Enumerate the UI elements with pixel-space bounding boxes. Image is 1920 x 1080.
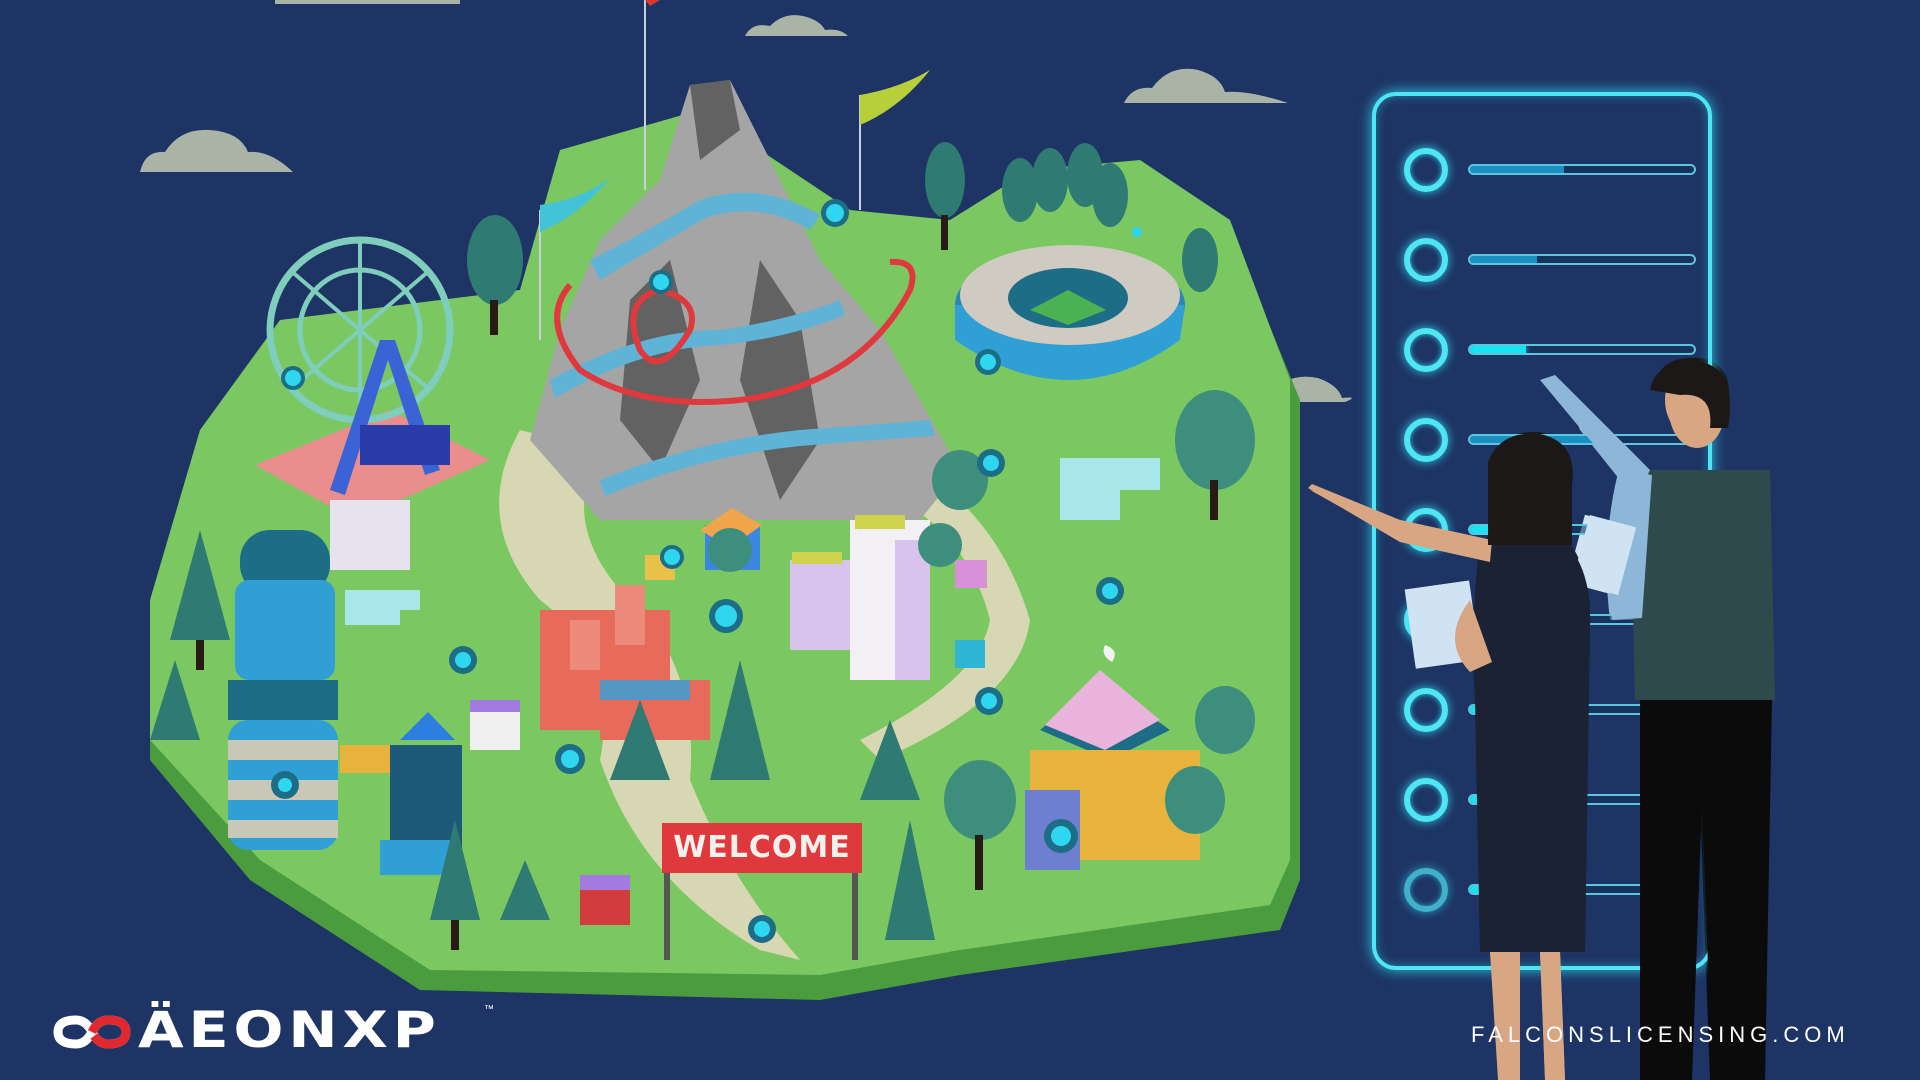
status-circle-icon [1404,598,1448,642]
mountain [530,0,960,520]
status-circle-icon [1404,778,1448,822]
map-marker-icon [977,449,1005,477]
map-marker-icon [975,687,1003,715]
progress-bar [1468,704,1696,715]
map-marker-icon [649,270,673,294]
map-marker-icon [748,915,776,943]
welcome-sign: WELCOME [662,823,862,873]
factory [540,585,710,740]
status-circle-icon [1404,508,1448,552]
map-marker-icon [1132,227,1142,237]
panel-row [1404,598,1696,642]
status-circle-icon [1404,688,1448,732]
market-stalls [340,640,985,925]
panel-row [1404,418,1696,462]
progress-bar [1468,524,1696,535]
map-marker-icon [281,366,305,390]
progress-bar [1468,884,1696,895]
panel-row [1404,868,1696,912]
map-marker-icon [271,771,299,799]
status-circle-icon [1404,868,1448,912]
map-marker-icon [555,744,585,774]
stadium [955,245,1185,380]
panel-row [1404,688,1696,732]
progress-bar [1468,254,1696,265]
aeonxp-logo: ÄEONXP ™ [56,1001,494,1059]
panel-row [1404,328,1696,372]
sign-post-right [852,860,858,960]
website-url: FALCONSLICENSING.COM [1471,1022,1850,1047]
progress-bar [1468,344,1696,355]
map-marker-icon [660,545,684,569]
logo-text: ÄEONXP [138,1001,441,1059]
map-markers [271,199,1142,943]
trees [150,142,1255,950]
ferris-wheel [255,236,490,570]
panel-row [1404,508,1696,552]
trademark-symbol: ™ [484,1004,494,1015]
infinity-icon [53,1015,131,1049]
progress-panel [1372,92,1712,970]
status-circle-icon [1404,148,1448,192]
panel-row [1404,148,1696,192]
status-circle-icon [1404,328,1448,372]
map-marker-icon [709,599,743,633]
sign-post-left [664,860,670,960]
panel-row [1404,238,1696,282]
apartment-towers [790,515,930,680]
map-marker-icon [449,646,477,674]
progress-bar [1468,164,1696,175]
map-marker-icon [821,199,849,227]
progress-bar [1468,434,1696,445]
progress-bar [1468,614,1696,625]
status-circle-icon [1404,418,1448,462]
progress-bar [1468,794,1696,805]
map-marker-icon [1096,577,1124,605]
map-marker-icon [975,349,1001,375]
map-marker-icon [1044,819,1078,853]
panel-row [1404,778,1696,822]
status-circle-icon [1404,238,1448,282]
water-tower [228,530,338,850]
